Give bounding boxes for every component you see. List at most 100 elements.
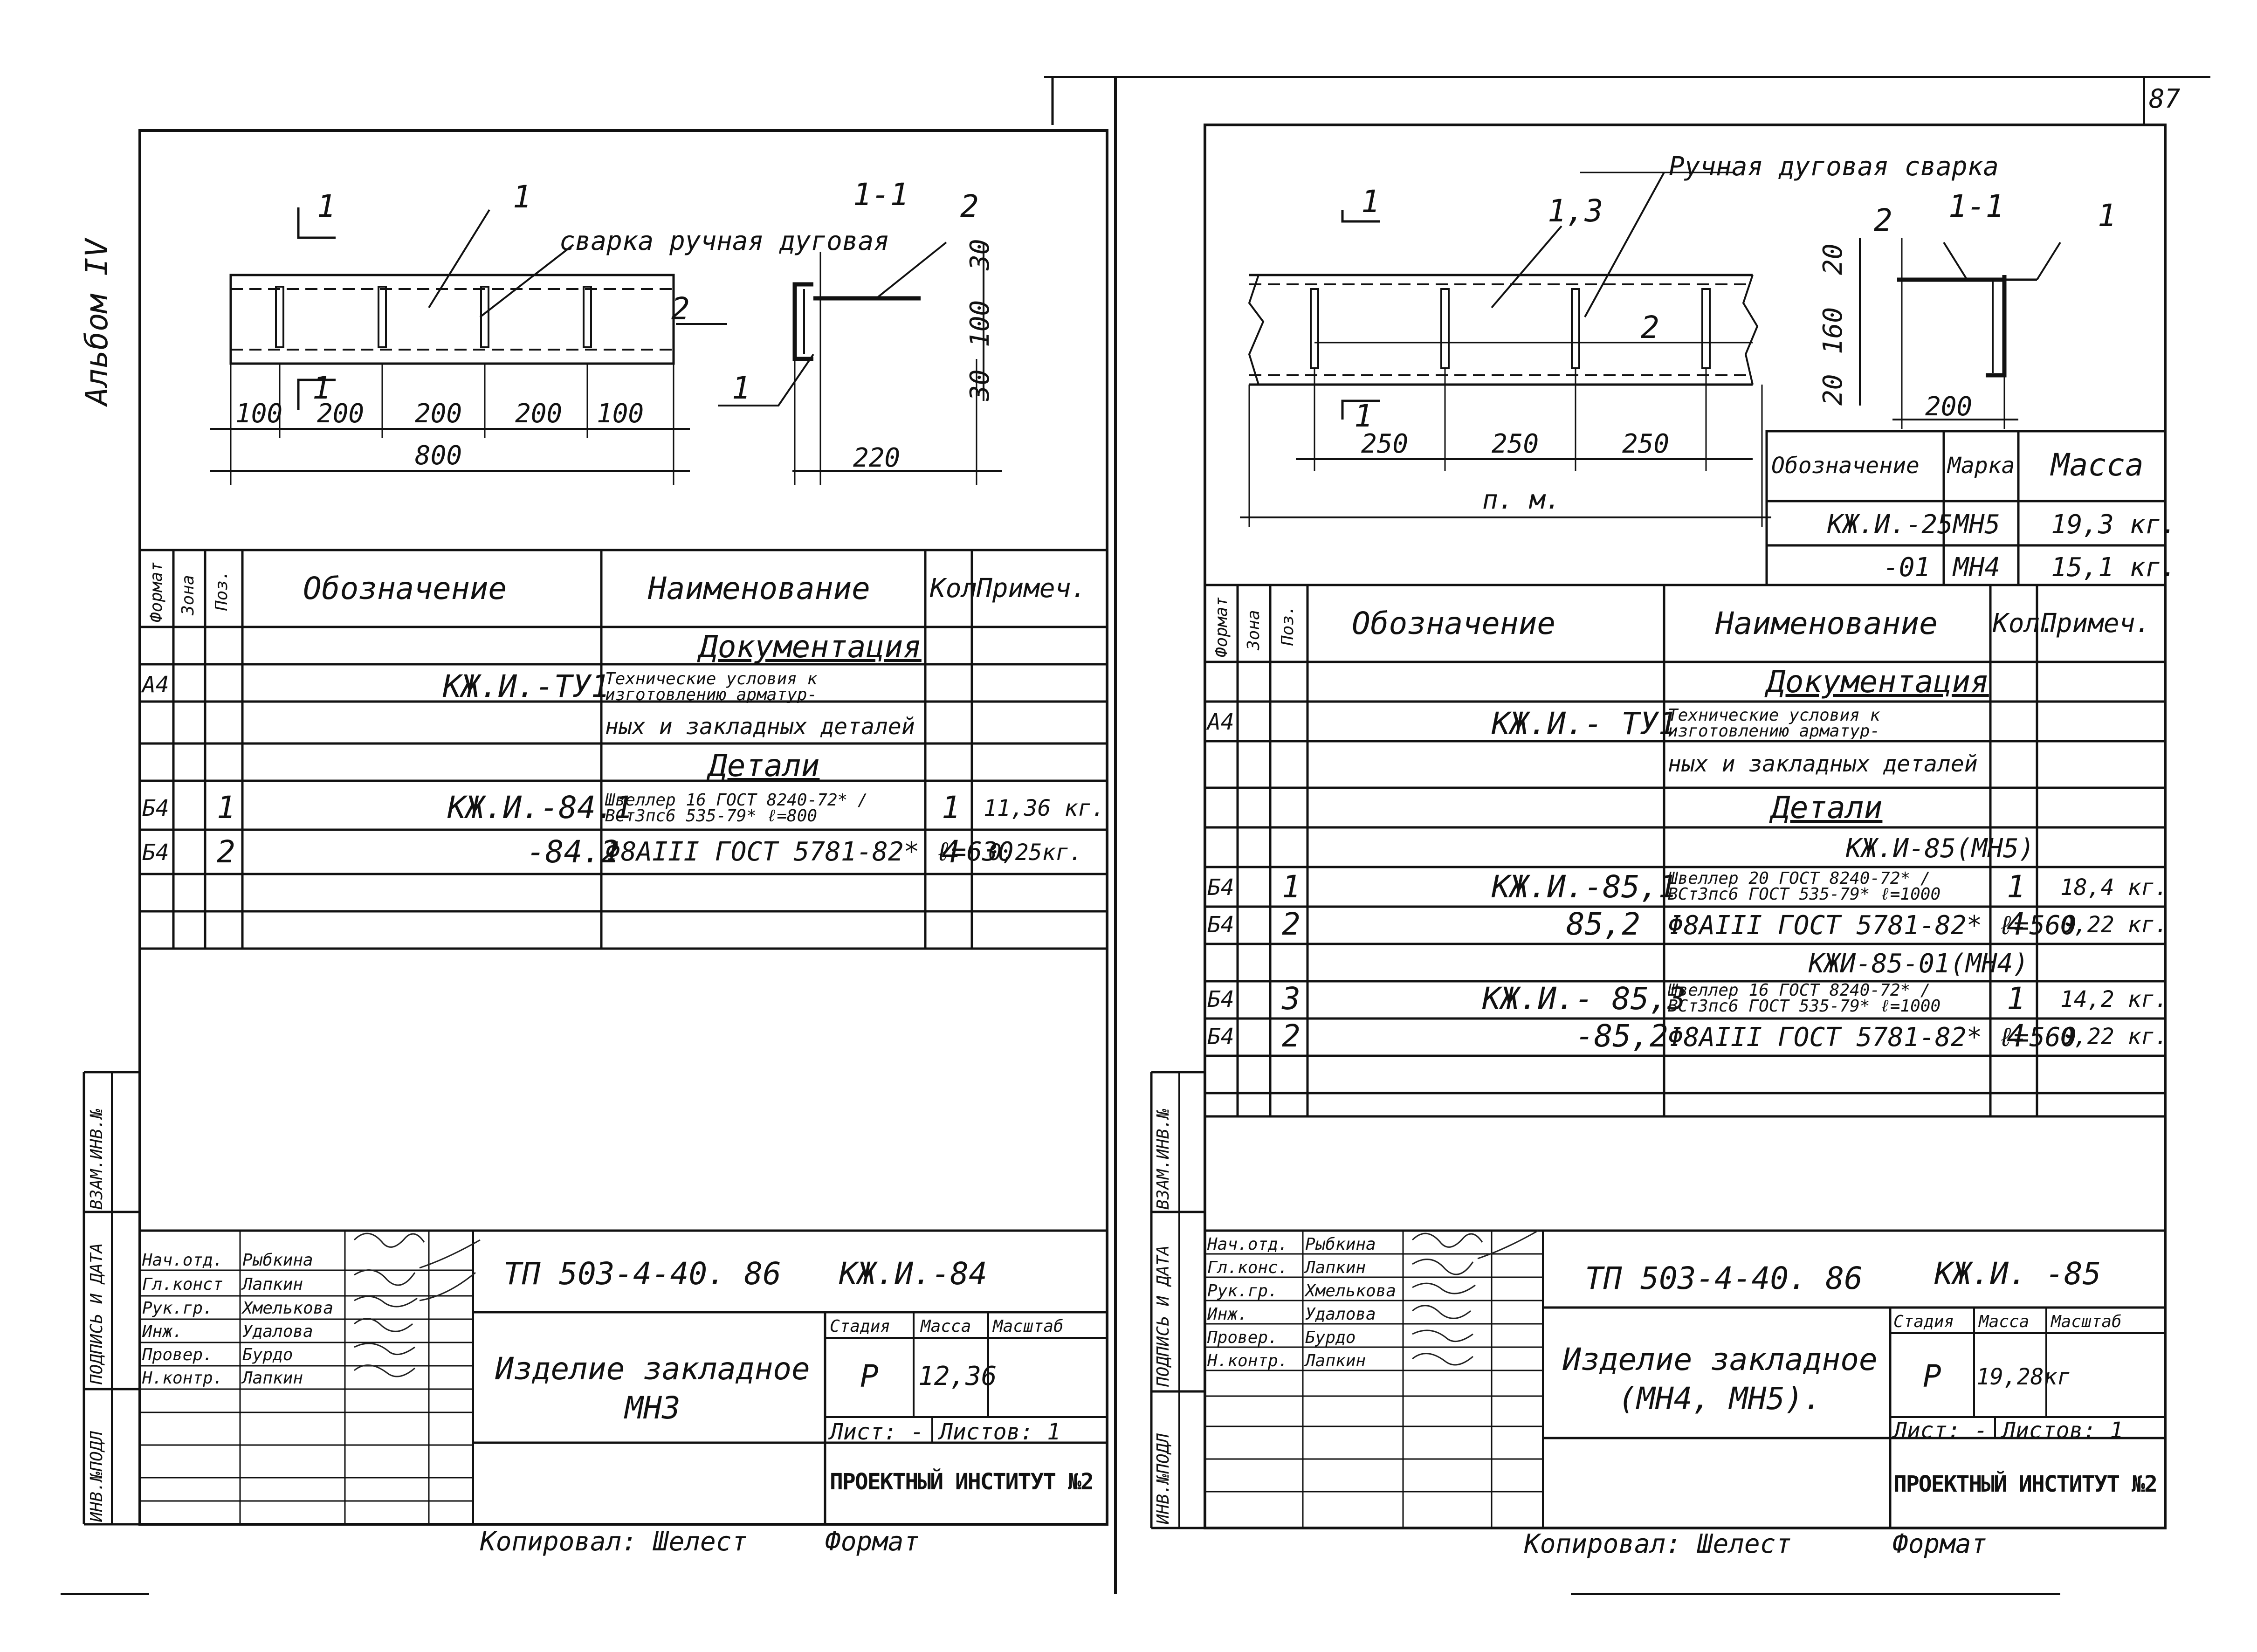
left-sec-dim-w: 220 <box>853 443 901 473</box>
right-spec-header-note: Примеч. <box>2041 608 2151 639</box>
table-row: А4 <box>1207 709 1234 735</box>
table-row: 1 <box>1282 869 1301 905</box>
right-mass: 19,28кг <box>1976 1364 2071 1390</box>
right-stamp-name-0: Рыбкина <box>1305 1235 1376 1254</box>
left-col-mass: Масса <box>921 1317 971 1336</box>
right-spec-header-pos: Поз. <box>1278 605 1297 646</box>
table-row: 2 <box>217 834 235 870</box>
table-row: КЖ.И.-84.1 <box>447 790 633 826</box>
right-spec-header-zone: Зона <box>1244 610 1263 650</box>
right-col-scale: Масштаб <box>2051 1312 2122 1331</box>
table-row: Б4 <box>1207 1024 1234 1050</box>
right-sec-dim-v3: 20 <box>1818 374 1848 406</box>
table-row: 1 <box>2007 981 2025 1017</box>
left-product-title: Изделие закладное МН3 <box>495 1351 810 1426</box>
left-document-code: КЖ.И.-84 <box>839 1256 987 1292</box>
right-dim-1: 250 <box>1361 429 1409 459</box>
table-row: Швеллер 16 ГОСТ 8240-72* / ВСт3пс6 535-7… <box>605 792 868 824</box>
right-sheets: Листов: 1 <box>2002 1418 2124 1444</box>
table-row: А4 <box>142 672 169 698</box>
left-stamp-name-1: Лапкин <box>242 1275 303 1294</box>
right-section-title: 1-1 <box>1948 188 2004 224</box>
left-stamp-name-5: Лапкин <box>242 1369 303 1388</box>
table-row: Б4 <box>1207 874 1234 901</box>
right-callout-2: 2 <box>1641 310 1659 345</box>
side-label-sign-right: ПОДПИСЬ И ДАТА <box>1154 1245 1173 1387</box>
mass-row-0-desig: КЖ.И.-25 <box>1827 509 1953 540</box>
left-section-mark-top: 1 <box>317 188 336 224</box>
table-row: 0,22 кг. <box>2060 1024 2168 1050</box>
album-label: Альбом IV <box>79 239 115 406</box>
right-sec-dim-w: 200 <box>1925 392 1973 422</box>
right-stamp-name-5: Лапкин <box>1305 1351 1366 1370</box>
table-row: Технические условия к изготовлению армат… <box>605 671 818 703</box>
side-label-inv-right: ИНВ.№ПОДЛ <box>1154 1433 1173 1524</box>
left-stamp-role-1: Гл.конст <box>142 1275 223 1294</box>
table-row: Б4 <box>142 795 169 821</box>
right-dim-2: 250 <box>1492 429 1539 459</box>
right-dim-3: 250 <box>1622 429 1670 459</box>
right-stamp-role-5: Н.контр. <box>1207 1351 1288 1370</box>
left-dim-total: 800 <box>415 441 462 471</box>
left-stamp-role-4: Провер. <box>142 1345 213 1364</box>
table-row: Φ8АIII ГОСТ 5781-82* ℓ=560 <box>1668 910 2077 941</box>
mass-header-mass: Масса <box>2051 447 2144 483</box>
right-sec-callout-2: 2 <box>1874 202 1892 238</box>
table-row: КЖ.И-85(МН5) <box>1846 833 2035 864</box>
left-spec-header-fmt: Формат <box>147 561 166 622</box>
right-format-label: Формат <box>1892 1529 1987 1559</box>
table-row: КЖИ-85-01(МН4) <box>1809 949 2029 979</box>
left-spec-header-desig: Обозначение <box>303 571 507 606</box>
side-label-vzam: ВЗАМ.ИНВ.№ <box>87 1108 106 1210</box>
left-stamp-role-3: Инж. <box>142 1322 183 1341</box>
left-organization: ПРОЕКТНЫЙ ИНСТИТУТ №2 <box>830 1469 1094 1495</box>
right-stamp-role-2: Рук.гр. <box>1207 1281 1278 1301</box>
side-label-inv: ИНВ.№ПОДЛ <box>87 1431 106 1522</box>
table-row: 1 <box>2007 869 2025 905</box>
table-row: 0,22 кг. <box>2060 912 2168 938</box>
left-stamp-role-5: Н.контр. <box>142 1369 223 1388</box>
left-spec-header-pos: Поз. <box>212 570 231 611</box>
mass-header-desig: Обозначение <box>1771 453 1920 479</box>
left-section-mark-bottom: 1 <box>312 370 331 406</box>
table-row: 3 <box>1282 981 1301 1017</box>
table-row: -85,2 <box>1576 1018 1668 1054</box>
right-dim-total: п. м. <box>1482 485 1561 515</box>
table-row: Документация <box>1767 664 1989 700</box>
left-sheet: Лист: - <box>830 1419 924 1445</box>
right-sheet: Лист: - <box>1893 1418 1988 1444</box>
right-col-mass: Масса <box>1979 1312 2030 1331</box>
table-row: 0,25кг. <box>988 840 1083 866</box>
left-spec-header-zone: Зона <box>179 575 198 615</box>
table-row: 4 <box>2007 1018 2025 1054</box>
right-spec-header-fmt: Формат <box>1212 596 1231 657</box>
left-dim-4: 200 <box>515 399 563 429</box>
left-stamp-name-2: Хмелькова <box>242 1299 334 1318</box>
left-stamp-name-3: Удалова <box>242 1322 313 1341</box>
table-row: Б4 <box>1207 912 1234 938</box>
mass-header-mark: Марка <box>1947 453 2015 479</box>
table-row: Φ8АIII ГОСТ 5781-82* ℓ=560 <box>1668 1022 2077 1053</box>
right-stamp-role-3: Инж. <box>1207 1305 1248 1324</box>
right-section-mark-top: 1 <box>1361 184 1380 220</box>
table-row: ных и закладных деталей <box>1668 751 1978 777</box>
left-sec-dim-v2: 100 <box>965 300 995 347</box>
left-dim-2: 200 <box>317 399 365 429</box>
table-row: Б4 <box>1207 986 1234 1012</box>
right-callout-weld: Ручная дуговая сварка <box>1669 151 1999 182</box>
table-row: ных и закладных деталей <box>605 714 915 740</box>
table-row: Б4 <box>142 840 169 866</box>
left-spec-header-name: Наименование <box>648 571 870 606</box>
table-row: КЖ.И.- ТУ1 <box>1492 706 1677 742</box>
left-section-title: 1-1 <box>853 177 909 213</box>
right-col-stage: Стадия <box>1893 1312 1954 1331</box>
table-row: Φ8АIII ГОСТ 5781-82* ℓ=630 <box>605 837 1014 867</box>
right-project-code: ТП 503-4-40. 86 <box>1585 1260 1863 1296</box>
left-stamp-role-2: Рук.гр. <box>142 1299 213 1318</box>
mass-row-1-mark: МН4 <box>1953 552 2001 583</box>
table-row: 1 <box>942 790 960 826</box>
right-sec-dim-v2: 160 <box>1818 307 1848 354</box>
right-stamp-name-3: Удалова <box>1305 1305 1376 1324</box>
mass-row-1-mass: 15,1 кг. <box>2051 552 2177 583</box>
